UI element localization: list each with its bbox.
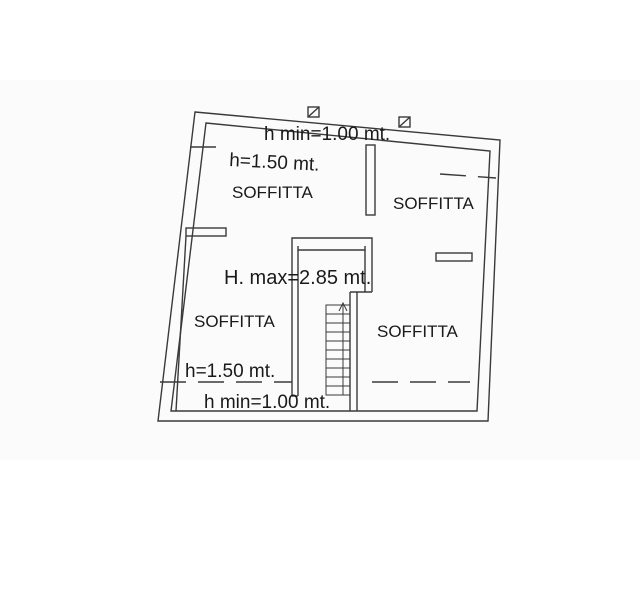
stair-arrow-head — [338, 301, 348, 312]
label-bottom-h-min: h min=1.00 mt. — [204, 392, 330, 413]
staircase — [325, 301, 351, 396]
chimney-right — [398, 116, 411, 128]
outer-wall-inner — [170, 122, 491, 412]
stair-core-top — [291, 237, 373, 246]
partition-top — [365, 144, 376, 216]
label-bottom-h: h=1.50 mt. — [185, 361, 275, 382]
label-top-h: h=1.50 mt. — [229, 150, 320, 176]
label-top-h-min: h min=1.00 mt. — [264, 124, 390, 145]
dash-top-right — [439, 173, 497, 179]
paper-area — [0, 80, 640, 460]
room-label-top-left: SOFFITTA — [232, 183, 314, 202]
height-lines — [160, 146, 497, 383]
room-label-bottom-left: SOFFITTA — [194, 312, 276, 331]
room-label-bottom-right: SOFFITTA — [377, 322, 459, 341]
room-label-top-right: SOFFITTA — [393, 194, 475, 213]
wall-stub-left — [185, 227, 227, 237]
label-h-max: H. max=2.85 mt. — [224, 267, 371, 289]
outer-wall-outer — [157, 111, 501, 422]
wall-stub-right — [435, 252, 473, 262]
chimney-left — [307, 106, 320, 118]
